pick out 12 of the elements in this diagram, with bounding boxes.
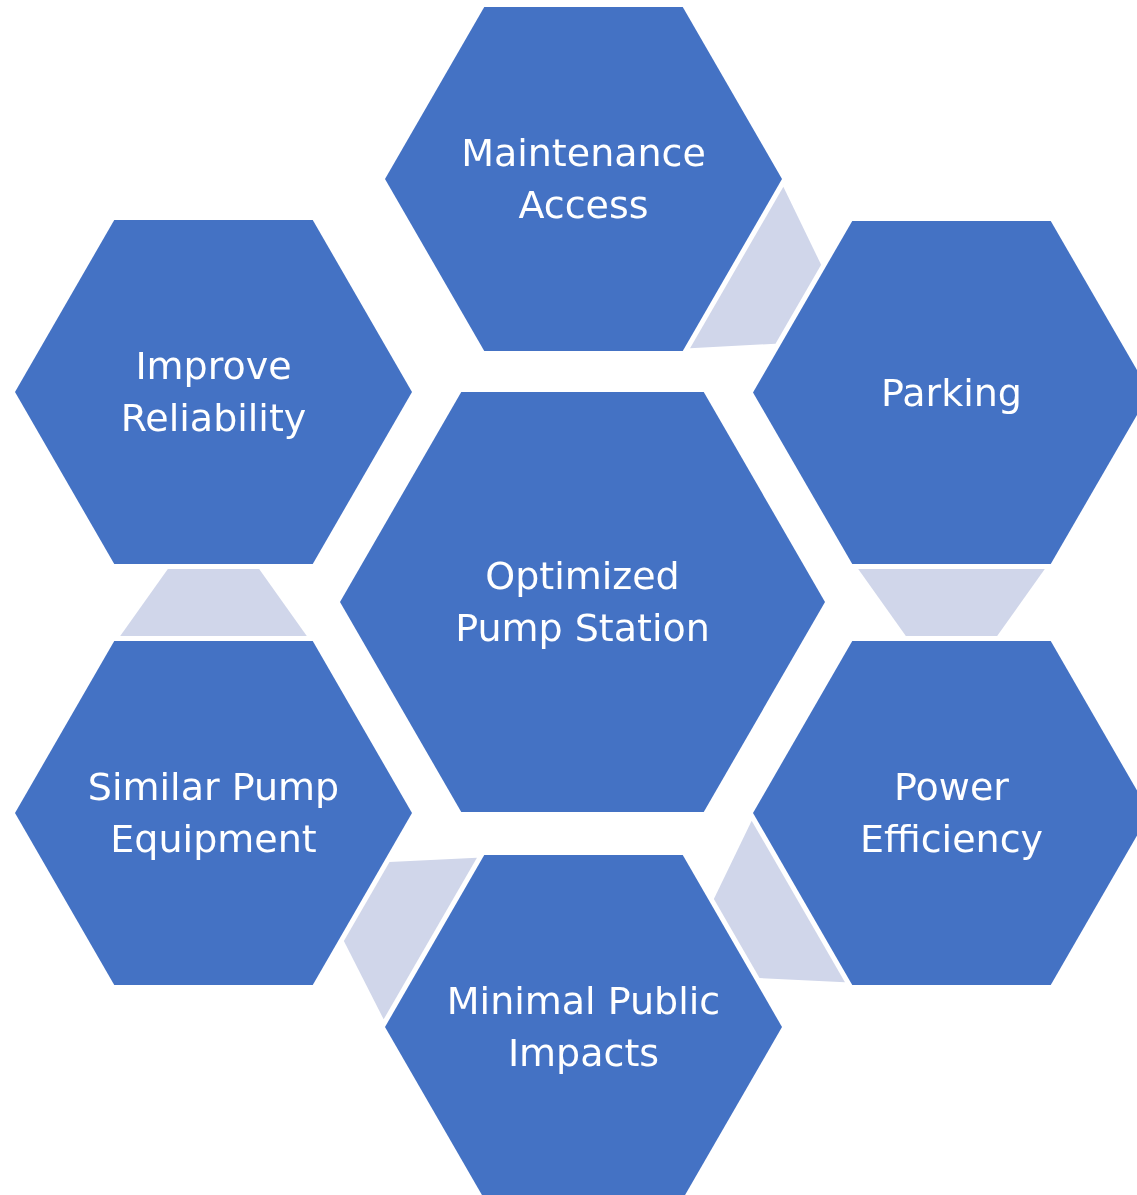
- hexagon-label: Optimized Pump Station: [454, 552, 711, 652]
- connector-band: [120, 569, 307, 636]
- connector-band: [713, 820, 845, 983]
- hexagon-label: Improve Reliability: [119, 342, 308, 442]
- connector-band: [858, 569, 1045, 636]
- connector-band: [343, 857, 477, 1020]
- hexagon-label: Parking: [881, 369, 1022, 417]
- hexagon-label: Minimal Public Impacts: [445, 977, 722, 1077]
- hexagon-label: Maintenance Access: [460, 129, 707, 229]
- hexagon-label: Similar Pump Equipment: [86, 763, 341, 863]
- connector-band: [690, 186, 822, 349]
- hexagon-label: Power Efficiency: [858, 763, 1044, 863]
